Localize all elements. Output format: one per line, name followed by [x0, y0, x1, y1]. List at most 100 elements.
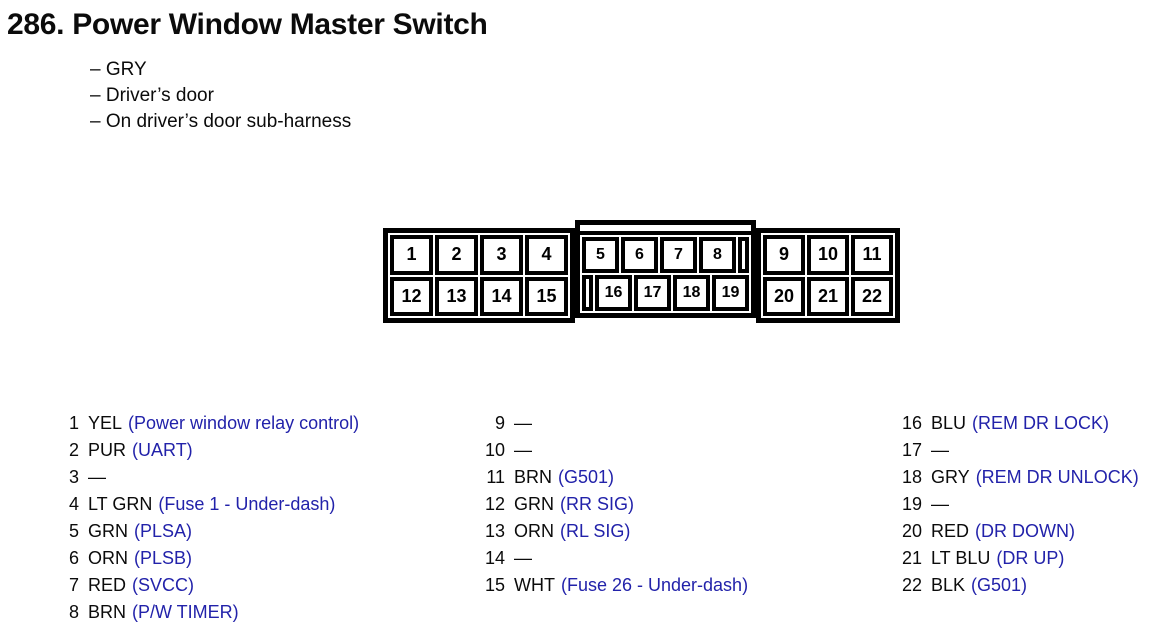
header-notes: – GRY – Driver’s door – On driver’s door… — [90, 57, 351, 135]
pin-number: 18 — [901, 467, 922, 487]
connector-key-tab — [580, 225, 751, 235]
pin-number: 16 — [901, 413, 922, 433]
pin-wire-color: PUR — [88, 440, 127, 460]
pin-number: 9 — [494, 413, 505, 433]
connector-pin-cell-6: 6 — [621, 237, 658, 273]
pin-wire-color: ORN — [88, 548, 128, 568]
pin-signal: (DR UP) — [996, 548, 1065, 568]
connector-pin-cell-16: 16 — [595, 275, 632, 311]
connector-pin-cell-8: 8 — [699, 237, 736, 273]
pin-wire-color: RED — [88, 575, 127, 595]
pin-wire-color: — — [514, 440, 532, 460]
pin-signal: (PLSA) — [134, 521, 193, 541]
note-connector-color: – GRY — [90, 59, 147, 80]
pin-number: 4 — [68, 494, 79, 514]
connector-pin-cell-18: 18 — [673, 275, 710, 311]
pin-number: 13 — [484, 521, 505, 541]
connector-pin-cell-4: 4 — [525, 235, 568, 275]
pin-signal: (Power window relay control) — [128, 413, 360, 433]
pin-signal: (REM DR UNLOCK) — [975, 467, 1139, 487]
pin-row-13: 13 ORN (RL SIG) — [481, 518, 748, 545]
pin-number: 7 — [68, 575, 79, 595]
connector-pin-cell-10: 10 — [807, 235, 849, 275]
note-location: – Driver’s door — [90, 85, 214, 106]
pin-signal: (DR DOWN) — [975, 521, 1075, 541]
pin-wire-color: — — [931, 494, 949, 514]
pin-row-7: 7 RED(SVCC) — [55, 572, 359, 599]
connector-pin-cell-15: 15 — [525, 276, 568, 316]
pin-number: 6 — [68, 548, 79, 568]
pin-number: 8 — [68, 602, 79, 622]
connector-pin-cell-12: 12 — [390, 276, 433, 316]
pin-wire-color: RED — [931, 521, 970, 541]
pin-signal: (REM DR LOCK) — [972, 413, 1110, 433]
pin-row-9: 9— — [481, 410, 748, 437]
pin-wire-color: ORN — [514, 521, 554, 541]
pin-number: 21 — [901, 548, 922, 568]
pin-wire-color: — — [514, 548, 532, 568]
pin-row-14: 14 — — [481, 545, 748, 572]
connector-pin-cell-22: 22 — [851, 276, 893, 316]
pin-number: 2 — [68, 440, 79, 460]
pin-signal: (P/W TIMER) — [132, 602, 239, 622]
pin-wire-color: — — [931, 440, 949, 460]
pin-row-18: 18 GRY(REM DR UNLOCK) — [898, 464, 1139, 491]
pin-signal: (Fuse 1 - Under-dash) — [158, 494, 336, 514]
connector-pin-cell-20: 20 — [763, 276, 805, 316]
connector-pin-cell-14: 14 — [480, 276, 523, 316]
pin-row-3: 3— — [55, 464, 359, 491]
connector-blank-cell — [738, 237, 749, 273]
pin-signal: (RL SIG) — [560, 521, 631, 541]
pin-signal: (G501) — [558, 467, 615, 487]
pin-wire-color: GRN — [88, 521, 128, 541]
connector-pin-cell-5: 5 — [582, 237, 619, 273]
pin-row-2: 2 PUR(UART) — [55, 437, 359, 464]
connector-pin-cell-21: 21 — [807, 276, 849, 316]
pin-number: 15 — [484, 575, 505, 595]
connector-pin-cell-3: 3 — [480, 235, 523, 275]
pin-number: 10 — [484, 440, 505, 460]
page-title: 286. Power Window Master Switch — [7, 8, 488, 41]
pin-row-17: 17 — — [898, 437, 1139, 464]
pin-row-5: 5 GRN (PLSA) — [55, 518, 359, 545]
connector-pin-cell-7: 7 — [660, 237, 697, 273]
connector-pin-cell-1: 1 — [390, 235, 433, 275]
pin-signal: (RR SIG) — [560, 494, 634, 514]
connector-pin-cell-13: 13 — [435, 276, 478, 316]
pin-number: 19 — [901, 494, 922, 514]
pin-signal: (UART) — [132, 440, 193, 460]
pin-number: 22 — [901, 575, 922, 595]
connector-pin-cell-17: 17 — [634, 275, 671, 311]
pin-wire-color: BLK — [931, 575, 966, 595]
pin-wire-color: — — [88, 467, 106, 487]
pin-row-10: 10 — — [481, 437, 748, 464]
pin-number: 1 — [68, 413, 79, 433]
pin-number: 14 — [484, 548, 505, 568]
pin-number: 17 — [901, 440, 922, 460]
pin-wire-color: BRN — [514, 467, 553, 487]
pin-wire-color: LT BLU — [931, 548, 991, 568]
pin-row-19: 19 — — [898, 491, 1139, 518]
pin-number: 5 — [68, 521, 79, 541]
pin-wire-color: GRN — [514, 494, 554, 514]
pin-signal: (SVCC) — [132, 575, 195, 595]
pin-wire-color: GRY — [931, 467, 970, 487]
pin-row-21: 21 LT BLU(DR UP) — [898, 545, 1139, 572]
